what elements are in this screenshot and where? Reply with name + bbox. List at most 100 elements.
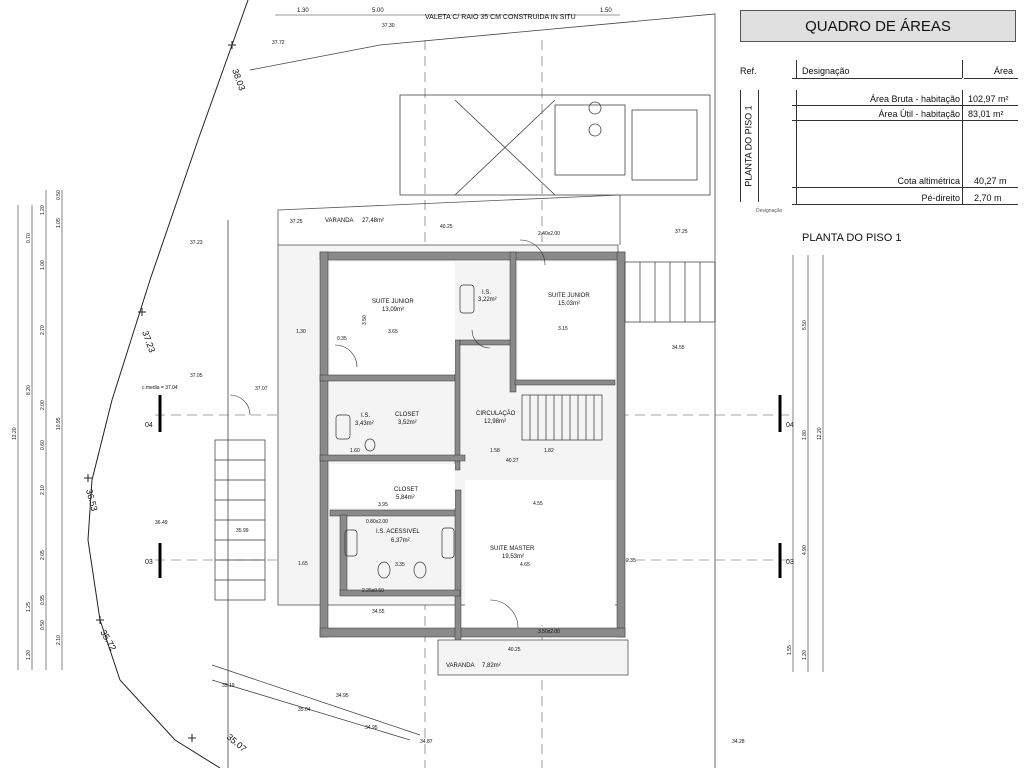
room-varanda-bottom-name: VARANDA xyxy=(446,663,475,669)
right-dim-0: 5.50 xyxy=(802,320,808,330)
right-dim-5: 1.20 xyxy=(802,650,808,660)
room-circulacao-area: 12,98m² xyxy=(484,419,506,425)
boundary-dim-4: 35.72 xyxy=(98,628,118,653)
spot-level-7: 37.07 xyxy=(255,386,268,392)
room-closet-2-area: 5,84m² xyxy=(396,495,415,501)
room-floors xyxy=(330,262,615,625)
left-dim-10: 0.60 xyxy=(40,440,46,450)
spot-level-3: 37.23 xyxy=(190,240,203,246)
col-ref-header: Ref. xyxy=(740,66,757,76)
bathroom-fixtures xyxy=(335,284,475,579)
spot-level-16: 34.95 xyxy=(336,693,349,699)
spot-level-2: 37.25 xyxy=(290,219,303,225)
right-dimension-lines xyxy=(792,255,824,672)
stairs xyxy=(214,261,716,601)
inner-dim-4: 0.35 xyxy=(337,336,347,342)
inner-dim-9: 1.65 xyxy=(298,561,308,567)
left-dimension-lines xyxy=(17,190,63,670)
spot-level-1: 37.30 xyxy=(382,23,395,29)
spot-level-0: 37.72 xyxy=(272,40,285,46)
inner-dim-8: 3.35 xyxy=(395,562,405,568)
spot-level-13: 40.27 xyxy=(506,458,519,464)
section-mark-left-03: 03 xyxy=(145,559,153,566)
inner-dim-6: 3.95 xyxy=(378,502,388,508)
left-dim-17: 1.20 xyxy=(26,650,32,660)
room-varanda-bottom-area: 7,82m² xyxy=(482,663,501,669)
spot-level-8: c.media = 37.04 xyxy=(142,385,178,391)
inner-dim-14: 2.40x2.00 xyxy=(538,231,560,237)
room-is-2-name: I.S. xyxy=(361,413,370,419)
spot-level-9: 36.49 xyxy=(155,520,168,526)
spot-level-19: 34.87 xyxy=(420,739,433,745)
left-dim-11: 2.10 xyxy=(40,485,46,495)
left-dim-12: 2.05 xyxy=(40,550,46,560)
left-dim-13: 1.25 xyxy=(26,602,32,612)
boundary-markers xyxy=(84,41,236,742)
varanda-bottom xyxy=(437,639,629,676)
inner-dim-5: 4.55 xyxy=(533,501,543,507)
spot-level-11: 34.55 xyxy=(372,609,385,615)
inner-dim-1: 3.15 xyxy=(558,326,568,332)
inner-dim-3: 3.50 xyxy=(362,315,368,325)
room-is-acessivel-name: I.S. ACESSIVEL xyxy=(376,529,420,535)
top-dim-2: 5.00 xyxy=(372,8,384,14)
area-table: QUADRO DE ÁREAS Ref. Designação Área PLA… xyxy=(736,10,1020,220)
row-area-util-label: Área Útil - habitação xyxy=(878,109,960,119)
right-dim-2: 1.80 xyxy=(802,430,808,440)
left-dim-8: 12.20 xyxy=(12,427,18,440)
room-is-2-area: 3,43m² xyxy=(355,421,374,427)
row-pe-direito-label: Pé-direito xyxy=(921,193,960,203)
roof-structure xyxy=(399,94,711,196)
room-is-1-name: I.S. xyxy=(482,290,491,296)
spot-level-5: 37.25 xyxy=(675,229,688,235)
top-dim-3: 1.50 xyxy=(600,8,612,14)
inner-dim-7: 4.65 xyxy=(520,562,530,568)
room-suite-junior-2-name: SUITE JUNIOR xyxy=(548,293,590,299)
spot-level-18: 34.95 xyxy=(365,725,378,731)
spot-level-6: 37.05 xyxy=(190,373,203,379)
left-dim-1: 0.50 xyxy=(56,190,62,200)
room-varanda-top-name: VARANDA xyxy=(325,218,354,224)
inner-dim-17: 0.80x2.00 xyxy=(366,519,388,525)
left-dim-16: 2.10 xyxy=(56,635,62,645)
col-area-header: Área xyxy=(994,66,1014,76)
section-markers xyxy=(158,395,782,578)
inner-dim-0: 3.65 xyxy=(388,329,398,335)
room-suite-master-name: SUITE MASTER xyxy=(490,546,535,552)
room-circulacao-name: CIRCULAÇÃO xyxy=(476,410,516,417)
inner-dim-16: 2.25x0.50 xyxy=(362,588,384,594)
spot-level-20: 34.28 xyxy=(732,739,745,745)
spot-level-10: 35.99 xyxy=(236,528,249,534)
floor-label-vertical: PLANTA DO PISO 1 xyxy=(742,96,756,196)
right-dim-1: 12.20 xyxy=(817,427,823,440)
left-dim-0: 1.20 xyxy=(40,205,46,215)
inner-dim-10: 2.35 xyxy=(626,558,636,564)
left-dim-5: 2.70 xyxy=(40,325,46,335)
room-is-1-area: 3,22m² xyxy=(478,297,497,303)
inner-dim-13: 1.58 xyxy=(490,448,500,454)
site-lines xyxy=(211,13,716,768)
row-cota-label: Cota altimétrica xyxy=(897,176,960,186)
left-dim-3: 0.70 xyxy=(26,233,32,243)
spot-level-14: 40.25 xyxy=(508,647,521,653)
room-closet-2-name: CLOSET xyxy=(394,487,418,493)
doors xyxy=(229,239,546,629)
right-dim-3: 4.90 xyxy=(802,545,808,555)
floor-label-text: PLANTA DO PISO 1 xyxy=(744,105,754,187)
row-area-util-value: 83,01 m² xyxy=(968,109,1004,119)
site-boundary-line xyxy=(87,0,249,768)
room-suite-junior-1-name: SUITE JUNIOR xyxy=(372,299,414,305)
row-cota-value: 40,27 m xyxy=(974,176,1007,186)
col-designacao-header: Designação xyxy=(802,66,850,76)
top-dim-1: 1.30 xyxy=(297,8,309,14)
boundary-dim-3: 36.53 xyxy=(84,488,99,512)
room-varanda-top-area: 27,48m² xyxy=(362,218,384,224)
room-suite-master-area: 19,53m² xyxy=(502,554,524,560)
right-dim-4: 1.55 xyxy=(787,645,793,655)
section-mark-right-04: 04 xyxy=(786,422,794,429)
row-area-bruta-label: Área Bruta - habitação xyxy=(869,94,960,104)
left-dim-9: 10.95 xyxy=(56,417,62,430)
left-dim-7: 2.00 xyxy=(40,400,46,410)
left-dim-2: 1.05 xyxy=(56,218,62,228)
